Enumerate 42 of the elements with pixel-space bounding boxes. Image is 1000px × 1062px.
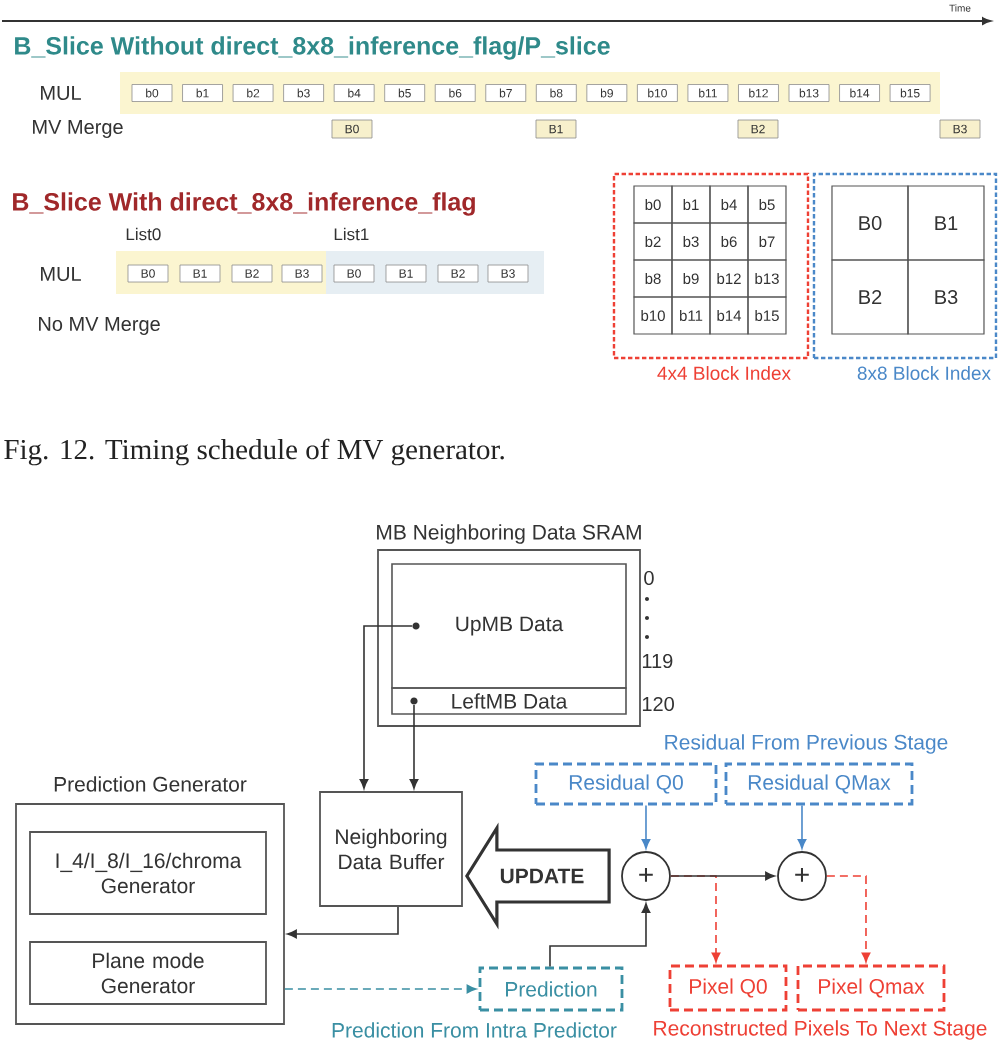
dashed-box: Residual Q0: [534, 762, 718, 806]
section-title: B_Slice Without direct_8x8_inference_flag/P_slice: [15, 36, 610, 60]
grid-cell: B1: [907, 185, 985, 261]
row-label: No MV Merge: [39, 317, 160, 335]
dashed-box: Pixel Qmax: [796, 964, 946, 1012]
group-caption: Residual From Previous Stage: [665, 734, 948, 754]
module-box: Neighboring Data Buffer: [319, 791, 463, 907]
index-number: 119: [642, 653, 673, 669]
arrow: [826, 875, 871, 963]
memory-region: UpMB Data: [391, 563, 627, 689]
module-box: I_4/I_8/I_16/chroma Generator: [29, 831, 267, 915]
dashed-box: Pixel Q0: [668, 964, 788, 1012]
frame-title: 4x4 Block Index: [657, 366, 791, 380]
box-caption: Prediction From Intra Predictor: [332, 1022, 617, 1038]
arrow: [641, 804, 651, 849]
row-label: MUL: [41, 267, 81, 281]
module-box: Plane mode Generator: [29, 941, 267, 1005]
arrow: [359, 625, 413, 789]
index-number: 120: [642, 696, 674, 712]
frame-title: 8x8 Block Index: [857, 366, 991, 380]
arrow: [549, 903, 651, 968]
list-label: List0: [126, 227, 161, 241]
arrow: [287, 906, 399, 939]
arrow: [409, 704, 419, 789]
arrow: [797, 804, 807, 849]
grid-cell: B0: [831, 185, 909, 261]
row-label: MV Merge: [33, 120, 123, 138]
grid-cell: B3: [907, 259, 985, 335]
row-label: MUL: [41, 86, 81, 100]
caption: Fig. 12. Timing schedule of MV generator.: [4, 438, 504, 466]
dashed-box: Prediction: [478, 966, 624, 1012]
grid-cell: B2: [831, 259, 909, 335]
list-label: List1: [334, 227, 369, 241]
index-number: 0: [644, 570, 654, 586]
group-caption: Reconstructed Pixels To Next Stage: [654, 1020, 987, 1040]
arrow: [670, 871, 775, 881]
dashed-box: Residual QMax: [724, 762, 914, 806]
section-title: B_Slice With direct_8x8_inference_flag: [13, 192, 475, 216]
arrow: [284, 984, 477, 994]
memory-region: LeftMB Data: [391, 687, 627, 715]
block-title: Prediction Generator: [54, 776, 247, 792]
block-title: MB Neighboring Data SRAM: [377, 524, 641, 544]
